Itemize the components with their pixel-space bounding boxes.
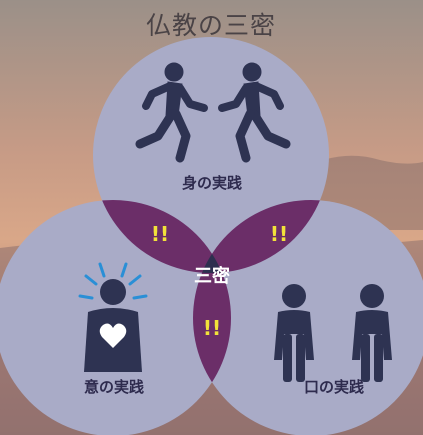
overlap-mark-top-right: !! bbox=[270, 222, 288, 246]
overlap-mark-bottom: !! bbox=[203, 316, 221, 340]
circle-mind-label: 意の実践 bbox=[84, 378, 144, 396]
overlap-body-mind bbox=[93, 200, 231, 273]
page-title: 仏教の三密 bbox=[146, 11, 276, 40]
person-with-heart-icon bbox=[78, 262, 148, 372]
center-label: 三密 bbox=[194, 265, 230, 287]
circle-body-label: 身の実践 bbox=[182, 174, 242, 192]
circle-speech-label: 口の実践 bbox=[304, 378, 364, 396]
overlap-mark-top-left: !! bbox=[151, 222, 169, 246]
overlap-body-speech bbox=[193, 200, 329, 273]
